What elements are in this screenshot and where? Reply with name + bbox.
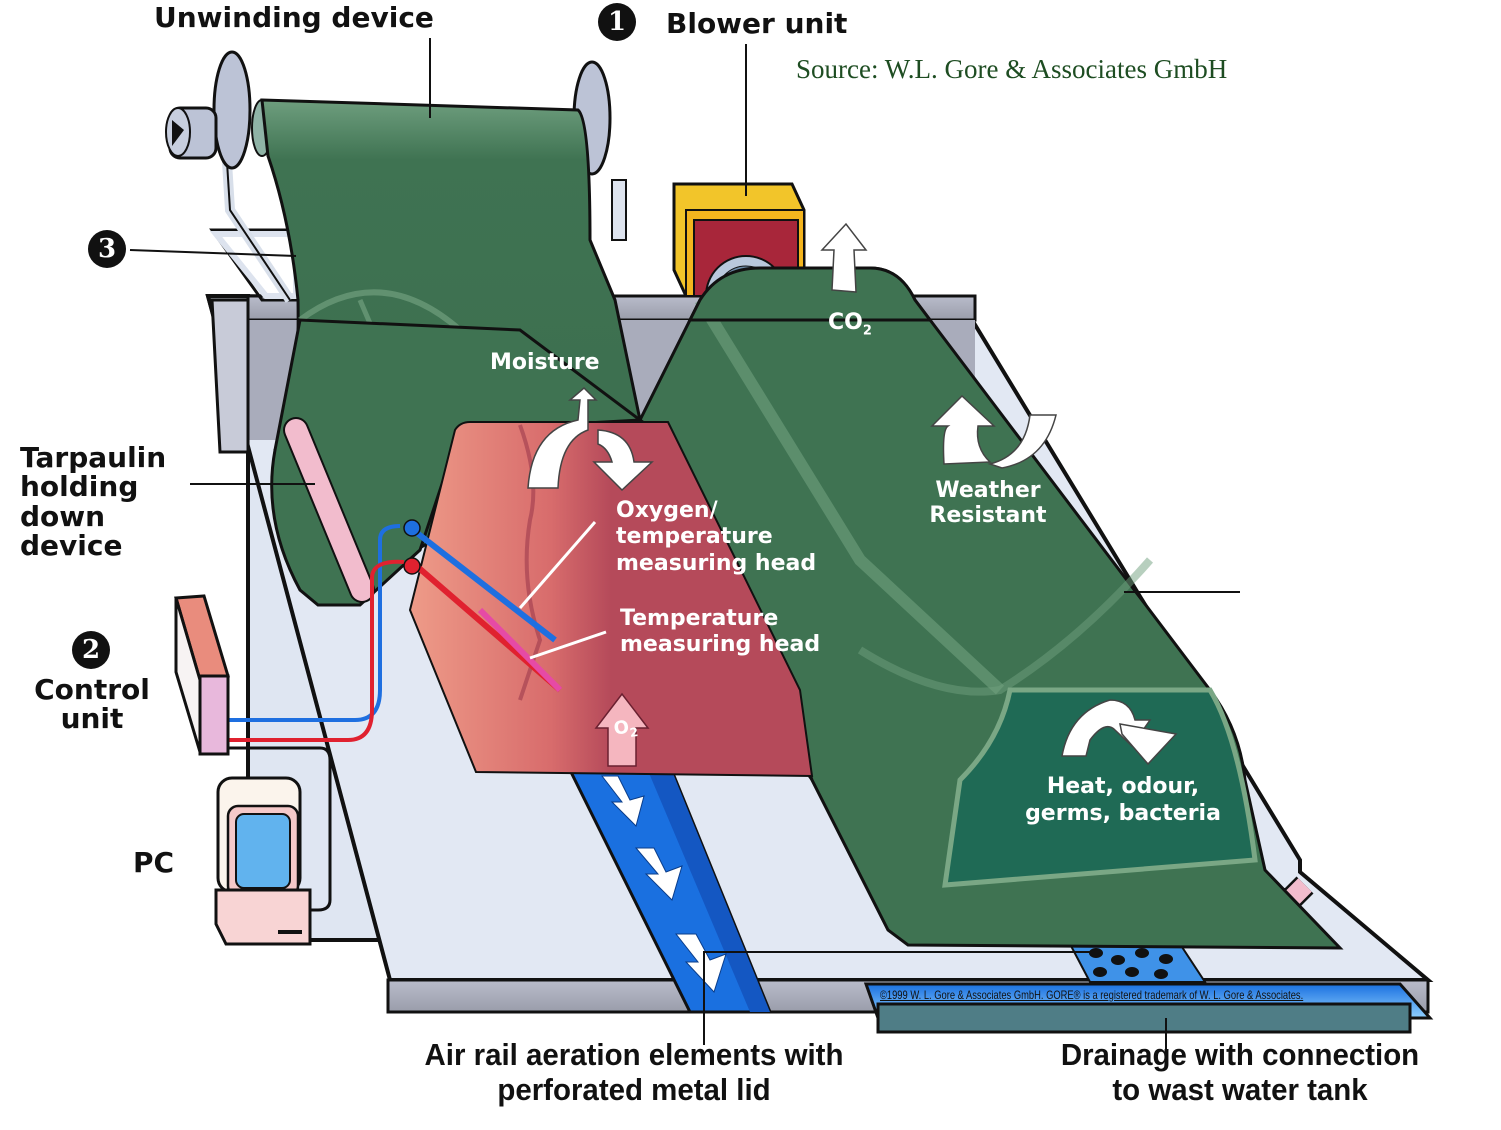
label-air-rail: Air rail aeration elements with perforat…	[355, 1037, 914, 1107]
label-line: Tarpaulin	[20, 441, 167, 474]
label-moisture: Moisture	[490, 350, 600, 375]
label-heat-odour: Heat, odour, germs, bacteria	[1000, 774, 1246, 828]
reel-disc-left	[212, 50, 252, 170]
o2-arrow-icon	[594, 692, 650, 767]
label-line: Oxygen/	[616, 498, 718, 523]
label-co2: CO2	[828, 310, 872, 339]
label-control-unit: Control unit	[20, 675, 164, 734]
moisture-arrow-icon	[527, 386, 598, 489]
source-credit: Source: W.L. Gore & Associates GmbH	[796, 54, 1228, 84]
label-blower-unit: Blower unit	[666, 7, 848, 40]
drain-holes	[1089, 948, 1173, 979]
leader-lines	[129, 38, 1240, 1050]
heat-arrow-head-icon	[1119, 723, 1178, 766]
compost-cutaway	[408, 421, 814, 778]
label-line: Drainage with connection	[1060, 1037, 1420, 1072]
badge-1: 1	[598, 3, 636, 41]
pc-icon	[214, 776, 312, 946]
label-temperature-head: Temperature measuring head	[620, 606, 820, 659]
o2-subscript: 2	[628, 724, 640, 741]
drainage-channel	[863, 943, 1434, 1034]
leader-badge-3	[129, 249, 297, 257]
moisture-return-arrow-icon	[592, 429, 654, 492]
label-oxygen-temperature-head: Oxygen/ temperature measuring head	[616, 498, 816, 577]
label-line: temperature	[616, 524, 773, 550]
label-line: germs, bacteria	[1025, 800, 1221, 826]
label-o2: O2	[612, 716, 639, 742]
label-line: Weather	[935, 478, 1041, 503]
label-line: holding	[20, 470, 139, 504]
air-rail	[565, 764, 773, 1014]
label-pc: PC	[133, 846, 175, 879]
label-line: to wast water tank	[1112, 1071, 1368, 1107]
crank-handle-icon	[172, 120, 184, 146]
measuring-probes	[228, 519, 607, 742]
co2-subscript: 2	[862, 323, 872, 339]
label-line: Air rail aeration elements with	[424, 1037, 844, 1072]
label-tarpaulin-holding-down-device: Tarpaulin holding down device	[20, 443, 166, 561]
heat-vent-panel	[942, 687, 1258, 888]
label-line: device	[20, 529, 123, 563]
label-line: Resistant	[929, 503, 1047, 529]
o2-text: O	[612, 716, 631, 740]
leader-temp-head	[529, 630, 607, 660]
copyright-notice: ©1999 W. L. Gore & Associates GmbH. GORE…	[880, 988, 1304, 1002]
left-wall	[210, 298, 250, 454]
leader-air-rail	[703, 951, 1090, 1045]
label-line: unit	[60, 702, 124, 736]
leader-oxygen-head	[518, 521, 597, 609]
label-drainage: Drainage with connection to wast water t…	[1003, 1037, 1478, 1107]
air-arrows	[600, 775, 727, 993]
label-weather-resistant: Weather Resistant	[916, 478, 1060, 529]
label-unwinding-device: Unwinding device	[154, 1, 434, 34]
label-line: measuring head	[620, 632, 821, 658]
oxygen-probe	[406, 523, 557, 643]
label-line: Heat, odour,	[1046, 774, 1200, 799]
badge-3: 3	[88, 230, 126, 268]
co2-arrow-icon	[820, 222, 868, 293]
label-line: Control	[34, 673, 150, 706]
badge-2: 2	[72, 631, 110, 669]
drainage-front	[876, 1002, 1412, 1034]
co2-text: CO	[828, 310, 863, 335]
label-line: Temperature	[620, 606, 779, 631]
weather-arrow-curl-icon	[987, 414, 1057, 469]
label-line: measuring head	[616, 550, 817, 576]
label-line: perforated metal lid	[497, 1071, 771, 1107]
label-line: down	[20, 499, 106, 533]
weather-arrow-up-icon	[930, 394, 996, 465]
control-unit-box	[174, 594, 332, 912]
tarpaulin-tube-left	[285, 419, 373, 601]
